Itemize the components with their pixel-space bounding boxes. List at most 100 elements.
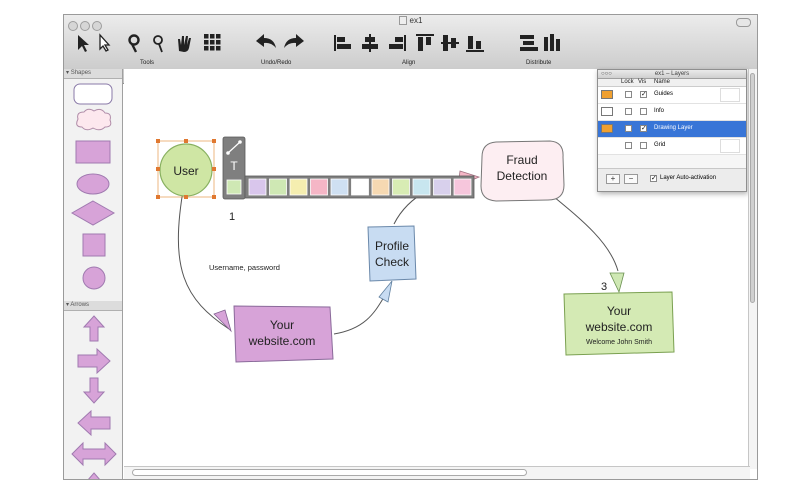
rounded-rectangle-shape[interactable]	[73, 83, 113, 105]
rectangle-shape[interactable]	[75, 140, 111, 164]
resize-handle[interactable]	[184, 195, 188, 199]
fraud-detection-line1: Fraud	[506, 153, 537, 167]
layer-lock-checkbox[interactable]	[625, 125, 632, 132]
align-left-icon[interactable]	[334, 35, 351, 51]
undo-redo-group-label: Undo/Redo	[261, 60, 292, 66]
layers-panel-titlebar[interactable]: ○○○ ex1 – Layers	[598, 70, 746, 79]
website-node[interactable]: Your website.com	[233, 305, 334, 363]
color-swatch[interactable]	[412, 178, 431, 196]
resize-handle[interactable]	[156, 167, 160, 171]
color-swatch[interactable]	[269, 178, 287, 196]
layer-lock-checkbox[interactable]	[625, 108, 632, 115]
distribute-horizontal-icon[interactable]	[544, 34, 560, 51]
layer-name: Grid	[654, 142, 666, 148]
app-window: ex1 Tools Undo/Redo	[63, 14, 758, 480]
layer-name: Drawing Layer	[654, 125, 693, 131]
layer-row-info[interactable]: Info	[598, 104, 746, 121]
square-shape[interactable]	[82, 233, 106, 257]
arrow-double-vertical-shape[interactable]	[87, 472, 101, 480]
color-swatch[interactable]	[289, 178, 308, 196]
user-node[interactable]: User	[159, 143, 213, 197]
point-select-icon[interactable]	[99, 33, 111, 52]
resize-handle[interactable]	[212, 139, 216, 143]
current-fill-swatch[interactable]	[226, 179, 242, 195]
arrow-down-shape[interactable]	[82, 377, 106, 404]
resize-handle[interactable]	[184, 139, 188, 143]
remove-layer-button[interactable]: −	[624, 174, 638, 184]
magnet-tool-icon[interactable]	[153, 35, 163, 53]
color-swatch[interactable]	[310, 178, 328, 196]
diamond-shape[interactable]	[70, 200, 116, 226]
fraud-detection-node[interactable]: Fraud Detection	[480, 140, 565, 202]
resize-handle[interactable]	[212, 195, 216, 199]
resize-handle[interactable]	[156, 195, 160, 199]
text-tool-icon[interactable]: T	[230, 159, 238, 173]
profile-check-line2: Check	[375, 255, 410, 269]
selection-arrow-icon[interactable]	[78, 35, 89, 52]
layers-panel: ○○○ ex1 – Layers Lock Vis Name ✓ Guides …	[597, 69, 747, 192]
toolbar-toggle-button[interactable]	[736, 18, 751, 27]
horizontal-scrollbar[interactable]	[124, 466, 750, 479]
tools-group	[78, 33, 221, 53]
arrow-left-shape[interactable]	[77, 409, 111, 437]
connection-tool-icon[interactable]	[226, 140, 242, 155]
lasso-tool-icon[interactable]	[128, 34, 140, 53]
align-middle-icon[interactable]	[441, 35, 459, 51]
redo-icon[interactable]	[284, 34, 304, 48]
layer-row-grid[interactable]: Grid	[598, 138, 746, 155]
horizontal-scroll-thumb[interactable]	[132, 469, 527, 476]
color-swatch[interactable]	[371, 178, 390, 196]
color-swatch[interactable]	[433, 178, 451, 196]
color-swatch[interactable]	[248, 178, 267, 196]
minimize-window-button[interactable]	[80, 21, 90, 31]
color-swatch[interactable]	[351, 178, 369, 196]
layer-name: Info	[654, 108, 665, 114]
color-swatch[interactable]	[453, 178, 472, 196]
layer-visible-checkbox[interactable]	[640, 142, 647, 149]
hand-pan-icon[interactable]	[178, 36, 191, 52]
add-layer-button[interactable]: +	[606, 174, 620, 184]
undo-icon[interactable]	[256, 34, 276, 48]
profile-check-node[interactable]: Profile Check	[367, 225, 417, 282]
website-welcome-node[interactable]: Your website.com Welcome John Smith	[563, 291, 675, 356]
ellipse-shape[interactable]	[76, 173, 110, 195]
website-welcome-line1: Your	[607, 304, 631, 318]
arrow-right-shape[interactable]	[77, 347, 111, 375]
vertical-scrollbar[interactable]	[748, 69, 757, 469]
align-center-icon[interactable]	[362, 34, 378, 52]
distribute-group	[520, 34, 560, 51]
welcome-message: Welcome John Smith	[586, 339, 652, 346]
layers-window-controls[interactable]: ○○○	[601, 71, 612, 77]
color-swatch[interactable]	[330, 178, 349, 196]
resize-handle[interactable]	[156, 139, 160, 143]
arrow-up-shape[interactable]	[82, 315, 106, 342]
color-swatch[interactable]	[392, 178, 410, 196]
layer-lock-checkbox[interactable]	[625, 91, 632, 98]
connector-website-profile[interactable]	[333, 296, 385, 335]
align-bottom-icon[interactable]	[466, 36, 484, 52]
circle-shape[interactable]	[82, 266, 106, 290]
distribute-vertical-icon[interactable]	[520, 35, 538, 51]
grid-stamp-icon[interactable]	[204, 34, 221, 51]
layer-visible-checkbox[interactable]: ✓	[640, 91, 647, 98]
layer-row-guides[interactable]: ✓ Guides	[598, 87, 746, 104]
resize-handle[interactable]	[212, 167, 216, 171]
align-right-icon[interactable]	[389, 35, 406, 51]
cloud-shape[interactable]	[76, 108, 112, 131]
shapes-header-label: Shapes	[70, 70, 92, 76]
align-top-icon[interactable]	[416, 34, 434, 51]
arrows-section-header[interactable]: ▾ Arrows	[64, 301, 122, 311]
arrow-double-horizontal-shape[interactable]	[71, 441, 117, 467]
layer-visible-checkbox[interactable]: ✓	[640, 125, 647, 132]
connector-user-website[interactable]	[177, 184, 230, 330]
vertical-scroll-thumb[interactable]	[750, 73, 755, 303]
layer-lock-checkbox[interactable]	[625, 142, 632, 149]
arrowhead-3	[609, 272, 625, 294]
layer-row-drawing-layer[interactable]: ✓ Drawing Layer	[598, 121, 746, 138]
layer-visible-checkbox[interactable]	[640, 108, 647, 115]
layer-auto-activation-checkbox[interactable]: ✓	[650, 175, 657, 182]
layers-header-row: Lock Vis Name	[598, 79, 746, 87]
zoom-window-button[interactable]	[92, 21, 102, 31]
close-window-button[interactable]	[68, 21, 78, 31]
shapes-section-header[interactable]: ▾ Shapes	[64, 69, 122, 79]
